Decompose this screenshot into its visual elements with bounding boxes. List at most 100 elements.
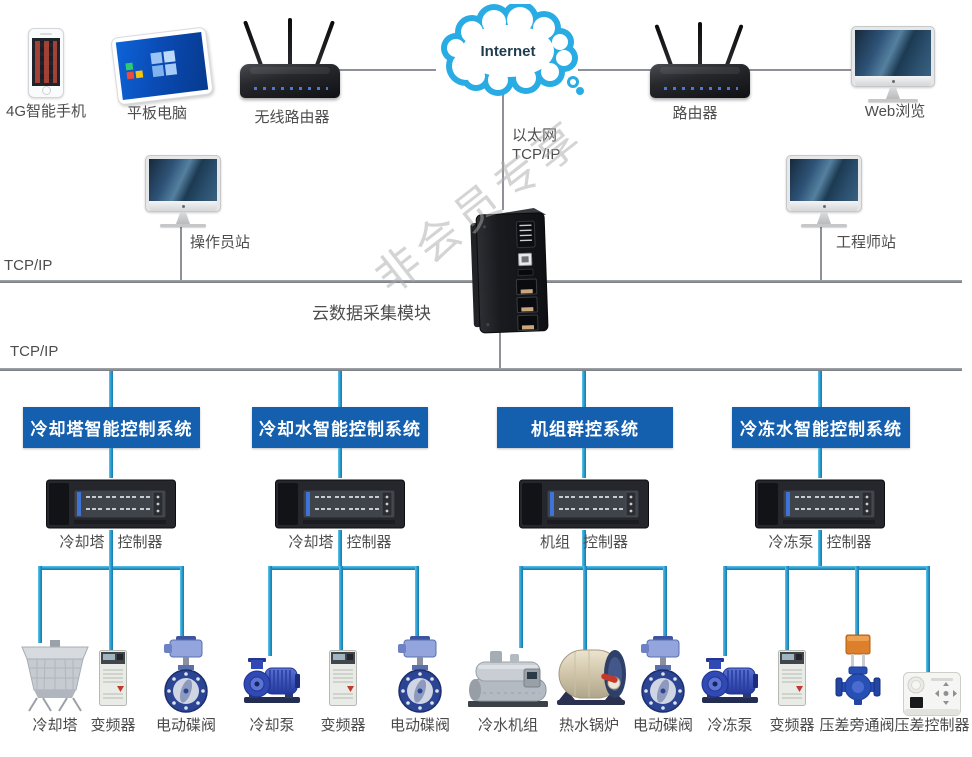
engineer-station-icon	[786, 155, 862, 227]
imac-screen	[790, 159, 858, 201]
imac-body	[786, 155, 862, 212]
tablet-icon	[110, 26, 214, 106]
drop-device	[855, 566, 859, 636]
internet-cloud-icon: Internet	[441, 4, 584, 96]
device-label: 冷水机组	[477, 717, 538, 734]
imac-stand	[886, 87, 900, 99]
controller-label-right: 控制器	[583, 534, 629, 551]
imac-stand	[176, 212, 190, 224]
device-label: 热水锅炉	[558, 717, 619, 734]
plc-controller-icon	[275, 478, 405, 530]
engineer-label: 工程师站	[836, 234, 897, 251]
controller-label-left: 机组	[539, 534, 570, 551]
ethernet-label: 以太网 TCP/IP	[512, 126, 560, 164]
tcpip-label-2: TCP/IP	[10, 343, 59, 360]
branch-bar-3	[519, 566, 667, 570]
drop-device	[180, 566, 184, 638]
link-router-web	[748, 69, 852, 71]
drop-device	[109, 566, 113, 652]
link-cloud-router	[578, 69, 652, 71]
branch-bar-4	[723, 566, 930, 570]
pump-icon	[701, 654, 759, 704]
antenna-icon	[314, 20, 335, 69]
link-engineer-bus1	[820, 226, 822, 280]
controller-label-1: 冷却塔 控制器	[21, 531, 201, 552]
antenna-icon	[243, 20, 264, 69]
imac-body	[851, 26, 935, 87]
imac-chin	[790, 201, 858, 211]
drop-system-4	[818, 371, 822, 407]
drop-device	[663, 566, 667, 638]
banner-unit-group-system: 机组群控系统	[497, 407, 673, 448]
imac-base	[801, 224, 847, 227]
branch-bar-2	[268, 566, 419, 570]
stem-banner-ctrl-3	[582, 448, 586, 478]
stem-banner-ctrl-2	[338, 448, 342, 478]
stem-banner-ctrl-4	[818, 448, 822, 478]
antenna-icon	[654, 24, 674, 69]
stem-ctrl-branch-1	[109, 530, 113, 568]
stem-ctrl-branch-4	[818, 530, 822, 568]
router-icon	[650, 22, 750, 98]
bypass-valve-icon	[835, 634, 881, 705]
device-label: 变频器	[320, 717, 366, 734]
controller-label-right: 控制器	[346, 534, 392, 551]
stem-banner-ctrl-1	[109, 448, 113, 478]
controller-label-2: 冷却塔 控制器	[250, 531, 430, 552]
imac-chin	[149, 201, 217, 211]
link-wrouter-cloud	[336, 69, 436, 71]
banner-chilled-water-system: 冷冻水智能控制系统	[732, 407, 910, 448]
device-label: 冷却塔	[32, 717, 78, 734]
router-label: 路由器	[672, 105, 718, 122]
drop-device	[415, 566, 419, 638]
controller-label-4: 冷冻泵 控制器	[730, 531, 910, 552]
banner-cooling-tower-system: 冷却塔智能控制系统	[23, 407, 200, 448]
boiler-icon	[557, 649, 626, 705]
operator-station-icon	[145, 155, 221, 227]
imac-chin	[855, 76, 931, 86]
butterfly-valve-icon	[640, 636, 686, 714]
controller-label-right: 控制器	[117, 534, 163, 551]
imac-base	[867, 99, 919, 102]
plc-controller-icon	[519, 478, 649, 530]
smartphone-icon	[28, 28, 64, 98]
antenna-icon	[288, 18, 292, 68]
device-label: 变频器	[90, 717, 136, 734]
device-label: 电动碟阀	[389, 717, 450, 734]
smartphone-screen	[32, 38, 60, 86]
drop-device	[723, 566, 727, 656]
device-label: 压差控制器	[894, 717, 970, 734]
drop-device	[38, 566, 42, 643]
stem-ctrl-branch-2	[338, 530, 342, 568]
router-body	[650, 64, 750, 98]
vfd-icon	[99, 650, 127, 706]
drop-device	[268, 566, 272, 656]
plc-controller-icon	[46, 478, 176, 530]
ethernet-label-line1: 以太网	[512, 127, 558, 144]
internet-label: Internet	[480, 43, 535, 60]
web-label: Web浏览	[864, 103, 926, 120]
controller-label-left: 冷却塔	[288, 534, 334, 551]
pump-icon	[243, 654, 301, 704]
pressure-controller-icon	[903, 672, 961, 716]
link-cloud-module	[502, 94, 504, 210]
device-label: 冷冻泵	[707, 717, 753, 734]
drop-device	[583, 566, 587, 654]
device-label: 变频器	[769, 717, 815, 734]
vfd-icon	[329, 650, 357, 706]
chiller-icon	[468, 651, 548, 707]
module-label: 云数据采集模块	[312, 304, 431, 323]
cooling-tower-icon	[21, 640, 89, 712]
wireless-router-icon	[240, 18, 340, 98]
antenna-icon	[724, 24, 744, 69]
imac-body	[145, 155, 221, 212]
drop-device	[519, 566, 523, 648]
device-label: 压差旁通阀	[819, 717, 895, 734]
imac-stand	[817, 212, 831, 224]
vfd-icon	[778, 650, 806, 706]
controller-label-right: 控制器	[826, 534, 872, 551]
device-label: 冷却泵	[249, 717, 295, 734]
drop-system-1	[109, 371, 113, 407]
device-label: 电动碟阀	[155, 717, 216, 734]
